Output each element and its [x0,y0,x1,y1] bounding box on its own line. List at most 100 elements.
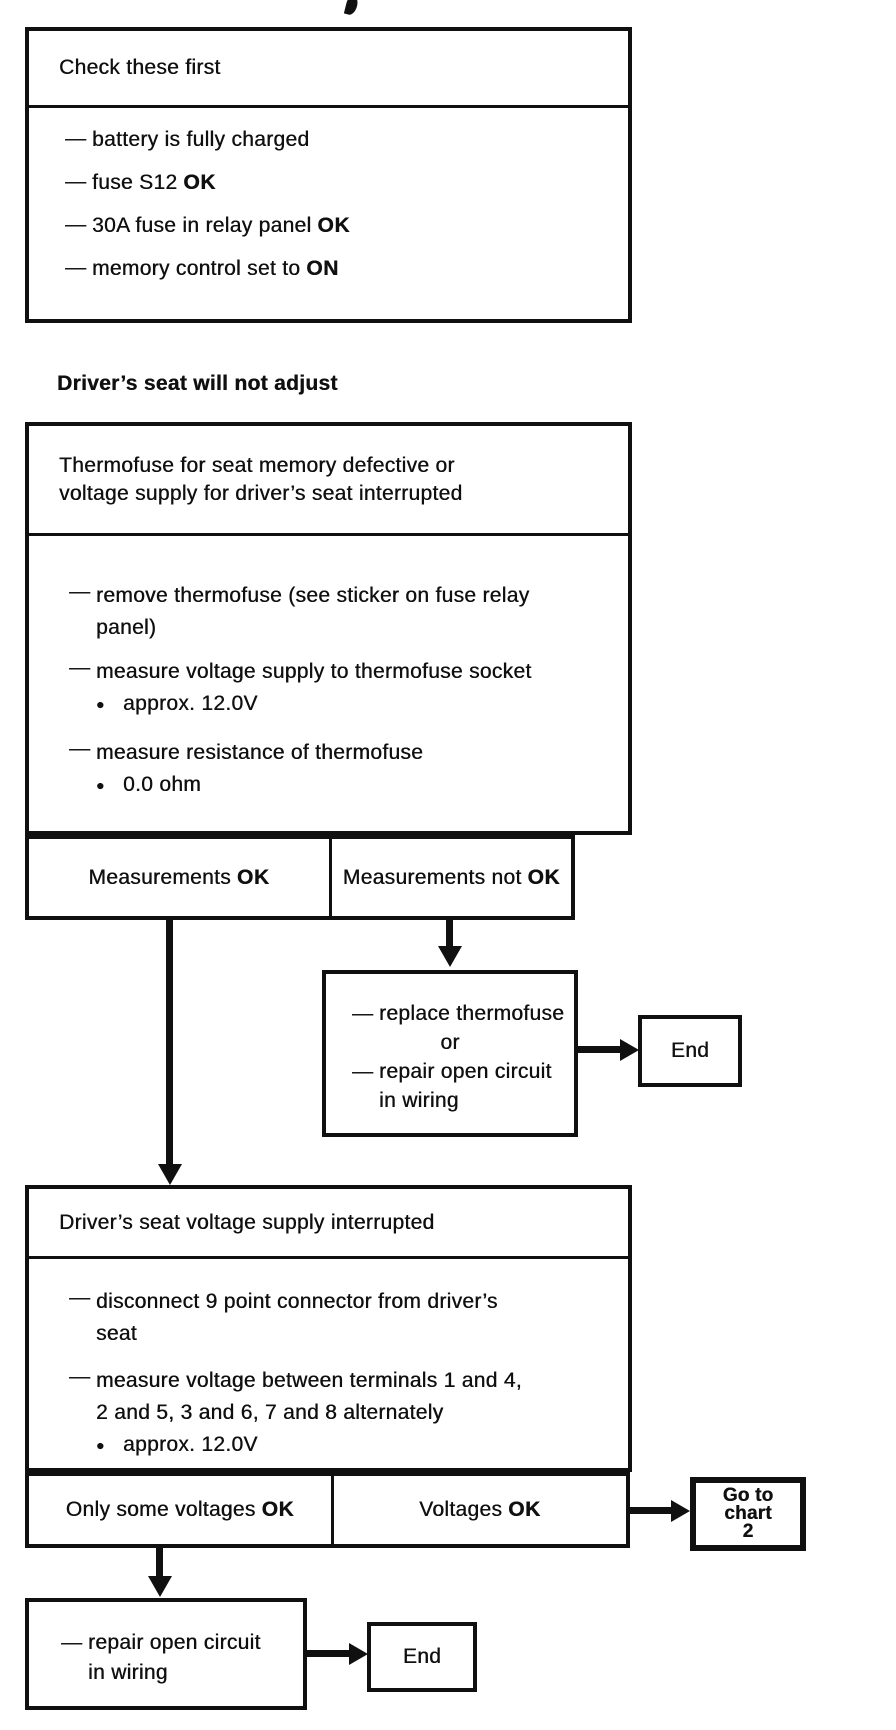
check-first-title: Check these first [59,56,221,79]
dot-bullet: ● [96,777,105,793]
cropped-text-fragment [343,0,360,17]
outcome-text: Measurements not [342,865,522,889]
action-text: repair open circuit [88,1631,261,1654]
arrow-measurements-ok-down-head [158,1164,182,1185]
arrow-to-end-1-head [620,1039,639,1061]
voltage-supply-header: Driver’s seat voltage supply interrupted [29,1189,628,1259]
repair-wiring-action-box: — repair open circuit in wiring [25,1598,307,1710]
dash-bullet: — [69,1365,91,1388]
step-line: measure voltage supply to thermofuse soc… [96,660,532,683]
spec-value: approx. 12.0V [123,1433,258,1456]
arrow-measurements-ok-down [166,920,173,1165]
dash-bullet: — [65,256,87,279]
dash-bullet: — [352,1002,374,1025]
arrow-to-end-2 [307,1650,351,1657]
section-heading: Driver’s seat will not adjust [57,372,338,395]
dash-bullet: — [69,580,91,603]
goto-line: chart [724,1503,772,1524]
dash-bullet: — [352,1060,374,1083]
diagnosis-step: — measure voltage supply to thermofuse s… [69,656,618,720]
arrow-to-end-1 [578,1046,622,1053]
end-label: End [402,1645,442,1668]
arrow-some-voltages-down-head [148,1576,172,1597]
action-line-cont: in wiring [88,1661,168,1684]
end-label: End [670,1039,710,1062]
thermofuse-diagnosis-box: Thermofuse for seat memory defective or … [25,422,632,835]
goto-line: Go to [722,1485,774,1506]
action-line: — repair open circuit [352,1057,566,1086]
outcome-text: Measurements [88,865,231,889]
dash-bullet: — [61,1631,83,1654]
goto-line: 2 [742,1521,754,1542]
dot-bullet: ● [96,1437,105,1453]
spec-value: 0.0 ohm [123,773,201,796]
diagnosis-step: — remove thermofuse (see sticker on fuse… [69,580,618,644]
action-text: repair open circuit [379,1060,552,1083]
step-line: seat [96,1322,137,1345]
step-spec: ● approx. 12.0V [96,688,531,720]
outcome-text: Only some voltages [65,1498,256,1521]
step-line: panel) [96,616,157,639]
check-item: — battery is fully charged [65,127,614,153]
dot-bullet: ● [96,696,105,712]
step-line: 2 and 5, 3 and 6, 7 and 8 alternately [96,1401,444,1424]
check-item-text: 30A fuse in relay panel [92,214,312,237]
dash-bullet: — [65,170,87,193]
arrow-to-goto-chart [630,1507,672,1514]
outcome-bold: OK [527,865,561,889]
arrow-some-voltages-down [156,1548,163,1577]
diagnosis-title-line: Thermofuse for seat memory defective or [59,453,455,477]
step-spec: ● approx. 12.0V [96,1429,522,1461]
diagnosis-step: — disconnect 9 point connector from driv… [69,1286,618,1350]
step-spec: ● 0.0 ohm [96,769,423,801]
replace-thermofuse-action-box: — replace thermofuse or — repair open ci… [322,970,578,1137]
diagnosis-step: — measure voltage between terminals 1 an… [69,1365,618,1461]
action-line: — repair open circuit [61,1628,295,1658]
check-first-box: Check these first — battery is fully cha… [25,27,632,323]
step-line: disconnect 9 point connector from driver… [96,1290,498,1313]
outcome-bold: OK [508,1498,541,1521]
step-line: remove thermofuse (see sticker on fuse r… [96,584,530,607]
spec-value: approx. 12.0V [123,692,258,715]
check-item-text: fuse S12 [92,171,178,194]
dash-bullet: — [69,737,91,760]
diagnosis-title-line: voltage supply for driver’s seat interru… [59,481,463,505]
check-item-bold: ON [306,257,339,280]
arrow-measurements-not-ok-down-head [438,946,462,967]
outcome-text: Voltages [419,1498,503,1521]
check-item-bold: OK [183,171,216,194]
outcome-bold: OK [261,1498,295,1521]
step-line: measure resistance of thermofuse [96,741,424,764]
action-text: replace thermofuse [379,1002,565,1025]
action-line-cont: in wiring [379,1089,459,1112]
dash-bullet: — [69,1286,91,1309]
voltage-supply-steps: — disconnect 9 point connector from driv… [29,1259,628,1461]
check-first-header: Check these first [29,31,628,108]
thermofuse-diagnosis-steps: — remove thermofuse (see sticker on fuse… [29,536,628,801]
dash-bullet: — [69,656,91,679]
action-or: or [440,1031,460,1054]
end-node-2: End [367,1622,477,1692]
thermofuse-diagnosis-header: Thermofuse for seat memory defective or … [29,426,628,536]
arrow-measurements-not-ok-down [446,920,453,947]
diagnosis-title-line: Driver’s seat voltage supply interrupted [59,1210,435,1234]
step-line: measure voltage between terminals 1 and … [96,1369,522,1392]
arrow-to-goto-chart-head [671,1500,690,1522]
voltage-supply-box: Driver’s seat voltage supply interrupted… [25,1185,632,1472]
action-line: — replace thermofuse [352,999,566,1028]
end-node-1: End [638,1015,742,1087]
goto-chart-2-node: Go to chart 2 [690,1477,806,1551]
check-item-text: memory control set to [92,257,301,280]
outcome-bold: OK [236,865,270,889]
